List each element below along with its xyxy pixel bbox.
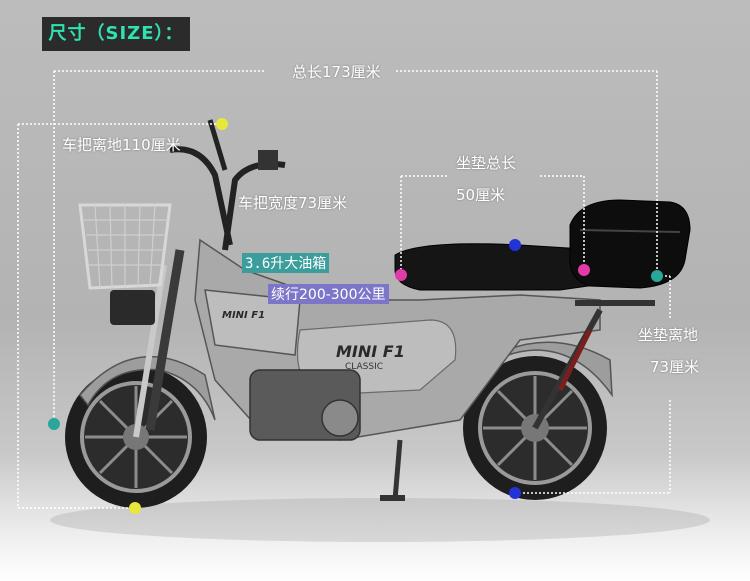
front-basket <box>78 203 172 290</box>
seat-height-title: 坐垫离地 <box>638 326 699 344</box>
seat-rear-dot <box>578 264 590 276</box>
seat-length-value: 50厘米 <box>456 186 506 204</box>
size-title-badge: 尺寸（SIZE）： <box>42 17 190 51</box>
side-sub-logo: CLASSIC <box>345 362 384 372</box>
seat-height-value: 73厘米 <box>650 358 700 376</box>
seat-front-dot <box>395 269 407 281</box>
handlebar-top-dot <box>216 118 228 130</box>
panel-logo: MINI F1 <box>222 310 266 321</box>
front-end-dot <box>48 418 60 430</box>
side-logo: MINI F1 <box>336 342 405 361</box>
handlebar-height-label: 车把离地110厘米 <box>62 136 181 154</box>
range-tag: 续行200-300公里 <box>268 284 389 304</box>
rear-end-dot <box>651 270 663 282</box>
fuel-tank-tag: 3.6升大油箱 <box>242 253 330 273</box>
total-length-label: 总长173厘米 <box>292 63 381 81</box>
rear-ground-dot <box>509 487 521 499</box>
seat-length-title: 坐垫总长 <box>456 154 517 172</box>
handlebar-width-label: 车把宽度73厘米 <box>238 194 348 212</box>
seat-top-dot <box>509 239 521 251</box>
front-ground-dot <box>129 502 141 514</box>
